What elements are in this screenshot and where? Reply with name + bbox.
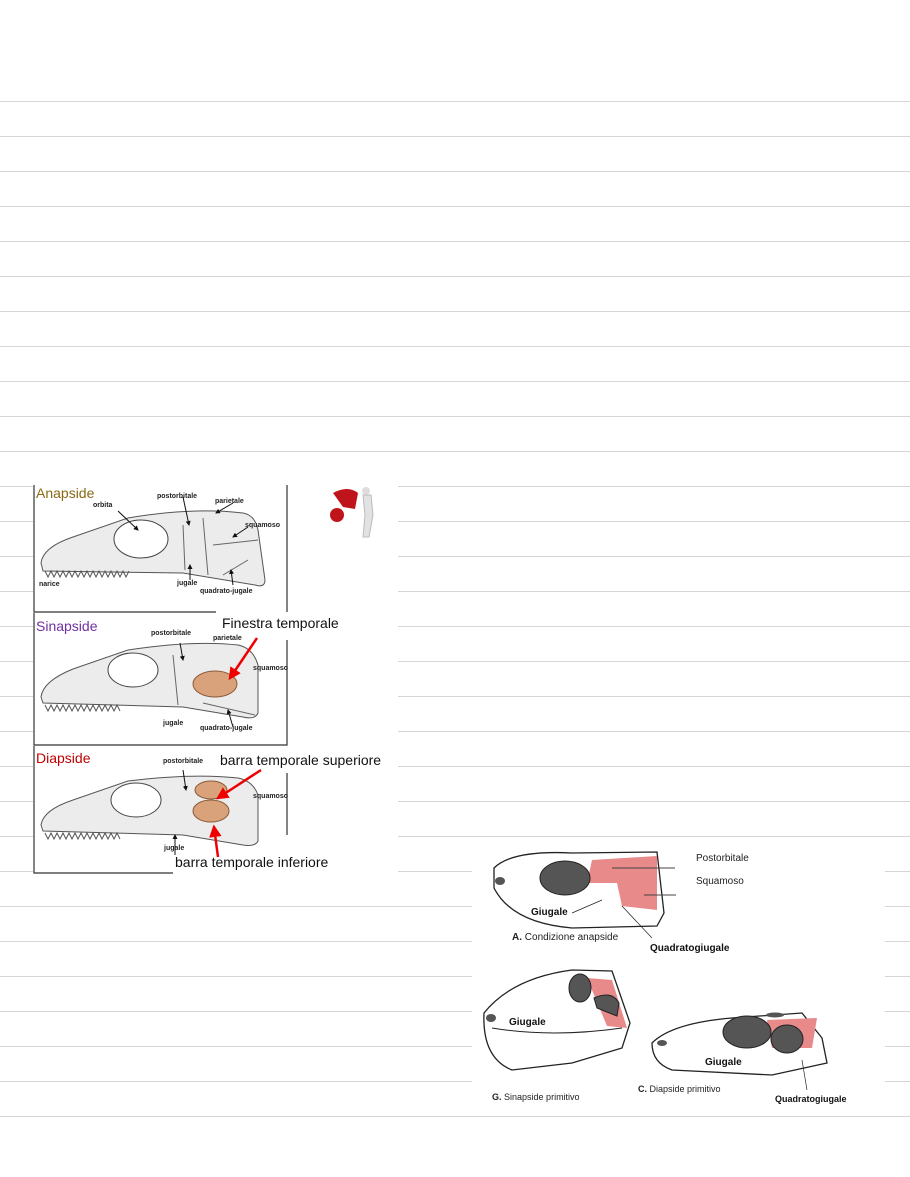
ruled-line (0, 1116, 910, 1117)
caption-c: C. Diapside primitivo (638, 1084, 721, 1094)
ruled-line (0, 626, 910, 627)
label-jugale: jugale (163, 845, 184, 852)
ruled-line (0, 451, 910, 452)
anapside-skull-diagram (493, 851, 676, 939)
label-giugale-a: Giugale (531, 907, 568, 918)
annotation-finestra-temporale: Finestra temporale (222, 615, 339, 631)
panel-title-sinapside: Sinapside (36, 618, 98, 634)
ruled-line (0, 766, 910, 767)
label-postorbitale: postorbitale (157, 493, 197, 500)
ruled-line (0, 836, 910, 837)
ruled-line (0, 486, 910, 487)
ruled-line (0, 976, 910, 977)
label-postorbitale: Postorbitale (696, 853, 749, 864)
label-squamoso: squamoso (245, 522, 280, 529)
ruled-line (0, 416, 910, 417)
ruled-line (0, 171, 910, 172)
ruled-line (0, 696, 910, 697)
label-postorbitale: postorbitale (163, 758, 203, 765)
caption-g: G. Sinapside primitivo (492, 1092, 580, 1102)
sinapside-skull-diagram (483, 969, 631, 1071)
ruled-line (0, 731, 910, 732)
ruled-line (0, 906, 910, 907)
ruled-line (0, 871, 910, 872)
label-orbita: orbita (93, 502, 113, 509)
label-quadratogiugale-c: Quadratogiugale (775, 1094, 847, 1104)
label-postorbitale: postorbitale (151, 630, 191, 637)
ruled-line (0, 1081, 910, 1082)
label-quadrato-jugale: quadrato-jugale (200, 725, 253, 732)
label-jugale: jugale (176, 580, 197, 587)
ruled-line (0, 556, 910, 557)
label-jugale: jugale (162, 720, 183, 727)
label-quadratogiugale-a: Quadratogiugale (650, 943, 730, 954)
ruled-line (0, 311, 910, 312)
label-parietale: parietale (215, 498, 244, 505)
diapside-skull (40, 768, 262, 858)
ruled-line (0, 661, 910, 662)
ruled-line (0, 801, 910, 802)
label-parietale: parietale (213, 635, 242, 642)
skull-types-figure: Postorbitale Squamoso Giugale A. Condizi… (472, 838, 885, 1108)
label-squamoso: Squamoso (696, 876, 744, 887)
panel-title-diapside: Diapside (36, 750, 91, 766)
ruled-line (0, 101, 910, 102)
ruled-line (0, 241, 910, 242)
skull-comparison-figure: Anapside orbita postorbitale parietale s… (33, 485, 398, 877)
caption-a: A. Condizione anapside (512, 932, 619, 943)
ruled-line (0, 941, 910, 942)
ruled-line (0, 591, 910, 592)
label-squamoso: squamoso (253, 665, 288, 672)
diapside-skull-diagram (651, 1012, 828, 1091)
label-giugale-g: Giugale (509, 1017, 546, 1028)
ruled-line (0, 1046, 910, 1047)
ruled-line (0, 136, 910, 137)
question-mark-person-icon (330, 487, 374, 538)
label-squamoso: squamoso (253, 793, 288, 800)
ruled-line (0, 381, 910, 382)
label-giugale-c: Giugale (705, 1057, 742, 1068)
ruled-line (0, 206, 910, 207)
label-quadrato-jugale: quadrato-jugale (200, 588, 253, 595)
panel-title-anapside: Anapside (36, 485, 95, 501)
annotation-barra-inferiore: barra temporale inferiore (175, 854, 329, 870)
annotation-barra-superiore: barra temporale superiore (220, 752, 381, 768)
ruled-line (0, 346, 910, 347)
ruled-line (0, 521, 910, 522)
anapside-skull (40, 496, 266, 587)
label-narice: narice (39, 581, 60, 588)
ruled-line (0, 1011, 910, 1012)
ruled-line (0, 276, 910, 277)
sinapside-skull (40, 637, 259, 728)
